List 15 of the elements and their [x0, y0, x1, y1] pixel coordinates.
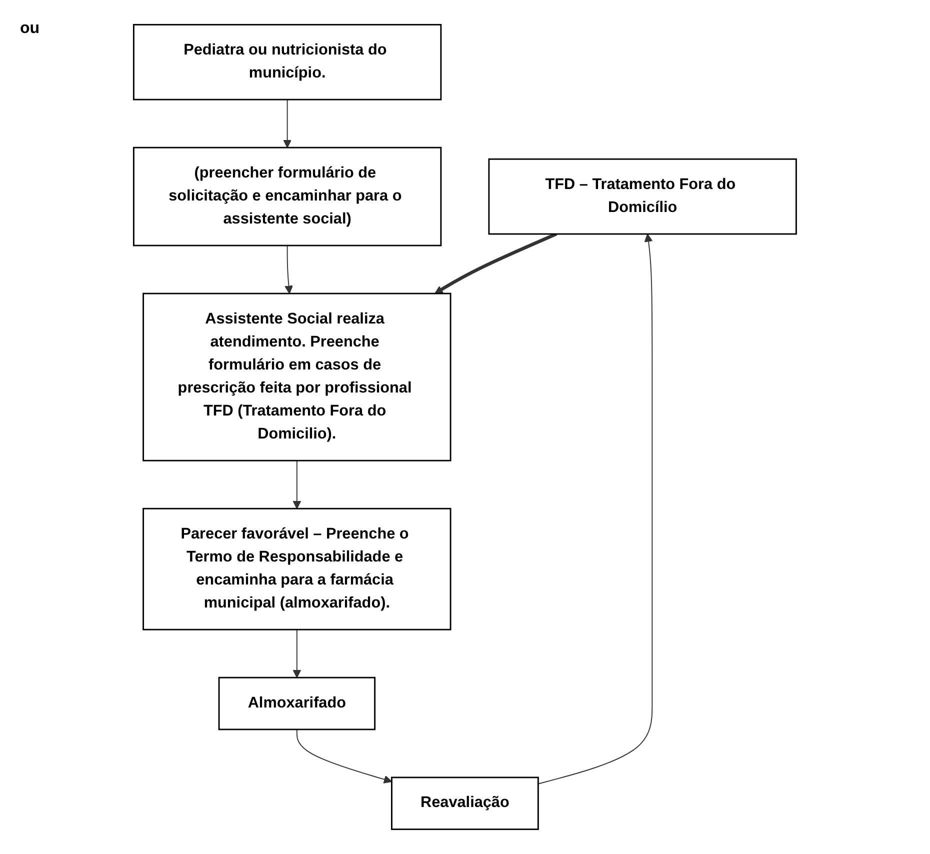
note-text: ou: [20, 20, 40, 38]
arrow: [538, 234, 653, 784]
node-box: (preencher formulário de solicitação e encaminhar para o assistente social): [133, 146, 442, 246]
arrow: [296, 728, 392, 784]
node-box: Assistente Social realiza atendimento. Preenche formulário em casos de prescrição feita por profissional TFD (Tratamento Fora do Domicilio).: [142, 292, 452, 462]
node-box: Almoxarifado: [218, 676, 376, 730]
node-box: Pediatra ou nutricionista do município.: [133, 24, 442, 100]
node-box: Parecer favorável – Preenche o Termo de Responsabilidade e encaminha para a farmácia municipal (almoxarifado).: [142, 508, 452, 630]
node-box: TFD – Tratamento Fora do Domicílio: [488, 158, 797, 235]
arrow: [434, 232, 558, 294]
node-box: Reavaliação: [391, 776, 539, 830]
arrow: [292, 460, 302, 509]
arrow: [284, 245, 294, 294]
arrow: [283, 99, 292, 148]
arrow: [292, 629, 302, 678]
